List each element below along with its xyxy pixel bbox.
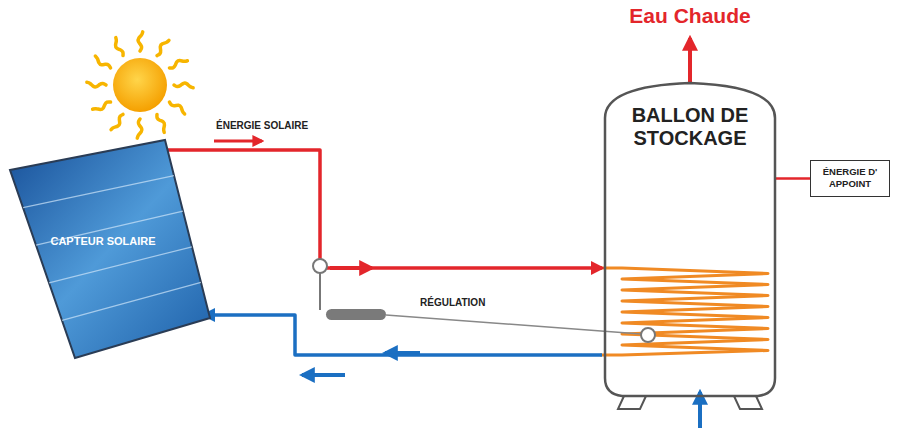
solar-collector: CAPTEUR SOLAIRE xyxy=(8,138,212,360)
node-label: BALLON DE STOCKAGE xyxy=(615,104,765,150)
sun-ray xyxy=(111,114,123,129)
sun-ray xyxy=(137,119,142,138)
sun-ray xyxy=(93,102,111,110)
node-label: ÉNERGIE D' APPOINT xyxy=(815,166,885,190)
sun-ray xyxy=(138,32,143,51)
sun-ray xyxy=(157,40,169,55)
node-label: CAPTEUR SOLAIRE xyxy=(43,235,163,247)
valve-stem xyxy=(319,272,321,310)
sun xyxy=(87,32,193,138)
backup-energy-box: ÉNERGIE D' APPOINT xyxy=(810,160,890,197)
sun-ray xyxy=(169,102,184,114)
hot-water-label: Eau Chaude xyxy=(629,4,750,28)
sensor-wire xyxy=(386,315,641,334)
flow-arrow xyxy=(302,373,345,377)
collector-outline xyxy=(8,138,212,360)
regulation-label: RÉGULATION xyxy=(420,297,485,308)
cold-pipe xyxy=(204,315,602,355)
heat-exchanger-coil xyxy=(600,268,768,355)
sun-ray xyxy=(157,114,165,132)
sun-ray xyxy=(95,56,110,68)
controller xyxy=(326,309,386,320)
valve xyxy=(313,259,327,273)
energy-arrow xyxy=(214,140,262,143)
edge-label: ÉNERGIE SOLAIRE xyxy=(214,120,310,131)
sun-ray xyxy=(87,82,106,87)
backup-link xyxy=(775,177,810,180)
hot-water-arrow xyxy=(688,38,692,84)
sun-disc xyxy=(113,58,167,112)
cold-water-arrow xyxy=(698,392,702,428)
coil-winding xyxy=(600,268,768,355)
hot-pipe xyxy=(163,150,602,268)
sun-ray xyxy=(174,83,193,88)
sun-ray xyxy=(169,61,187,69)
temperature-sensor xyxy=(641,328,655,342)
storage-tank: BALLON DE STOCKAGE xyxy=(600,78,780,410)
sun-ray xyxy=(116,38,124,56)
